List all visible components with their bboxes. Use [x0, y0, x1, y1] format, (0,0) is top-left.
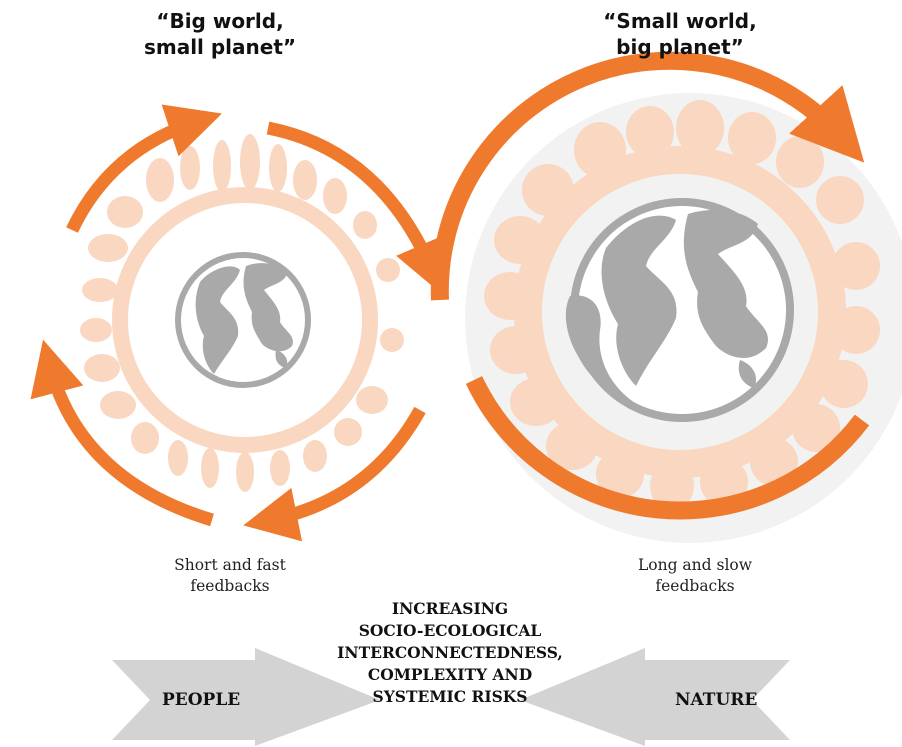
- nature-label: NATURE: [675, 690, 758, 710]
- center-line-1: INCREASING: [391, 599, 509, 618]
- nature-silhouettes: [484, 100, 880, 510]
- right-title-line-2: big planet”: [616, 35, 744, 59]
- people-label: PEOPLE: [162, 690, 241, 710]
- right-title-line-1: “Small world,: [603, 9, 757, 33]
- right-panel-title: “Small world, big planet”: [565, 8, 795, 60]
- left-feedback-arrows: [30, 104, 447, 542]
- people-arrow: [112, 648, 380, 746]
- feedback-arrow-top-left: [66, 104, 222, 233]
- center-line-5: SYSTEMIC RISKS: [372, 687, 528, 706]
- feedback-arrow-bottom-right: [243, 406, 426, 542]
- left-caption-line-1: Short and fast: [174, 556, 286, 574]
- nature-arrow: [520, 648, 790, 746]
- right-caption-line-1: Long and slow: [637, 556, 753, 574]
- feedback-arrow-bottom-left: [30, 339, 214, 527]
- feedback-arrow-top-right: [266, 121, 447, 296]
- center-line-3: INTERCONNECTEDNESS,: [337, 643, 563, 662]
- right-panel-caption: Long and slow feedbacks: [580, 555, 810, 597]
- right-caption-line-2: feedbacks: [655, 577, 735, 595]
- center-line-2: SOCIO-ECOLOGICAL: [358, 621, 542, 640]
- small-globe: [175, 252, 311, 388]
- left-title-line-1: “Big world,: [156, 9, 284, 33]
- left-title-line-2: small planet”: [143, 35, 297, 59]
- right-feedback-arrow: [430, 51, 870, 520]
- left-panel-caption: Short and fast feedbacks: [130, 555, 330, 597]
- left-panel-title: “Big world, small planet”: [105, 8, 335, 60]
- center-statement: INCREASING SOCIO-ECOLOGICAL INTERCONNECT…: [300, 598, 600, 708]
- left-caption-line-2: feedbacks: [190, 577, 270, 595]
- center-line-4: COMPLEXITY AND: [367, 665, 533, 684]
- big-globe: [565, 198, 794, 422]
